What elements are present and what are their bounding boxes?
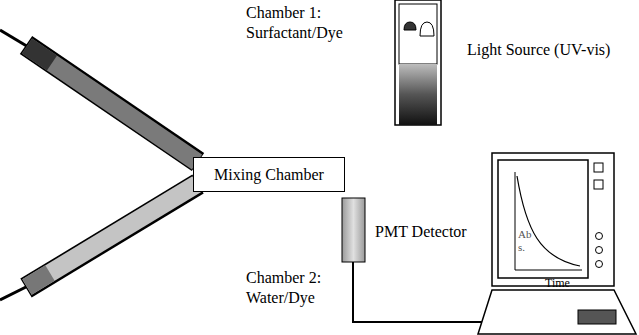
process-box: Mixing Chamber — [193, 157, 345, 192]
lamp — [395, 0, 441, 125]
part-label: Time — [545, 276, 585, 290]
syringe-1 — [0, 30, 198, 162]
box-label: Mixing Chamber — [214, 166, 324, 184]
syringe-2 — [0, 184, 198, 300]
pmt-tube — [342, 198, 365, 262]
part-label: Ab s. — [518, 228, 534, 254]
part-label: Light Source (UV-vis) — [467, 40, 637, 60]
part-label: PMT Detector — [375, 222, 485, 242]
computer — [478, 153, 636, 334]
part-label: Chamber 1: Surfactant/Dye — [246, 3, 364, 43]
part-label: Chamber 2: Water/Dye — [246, 268, 364, 308]
